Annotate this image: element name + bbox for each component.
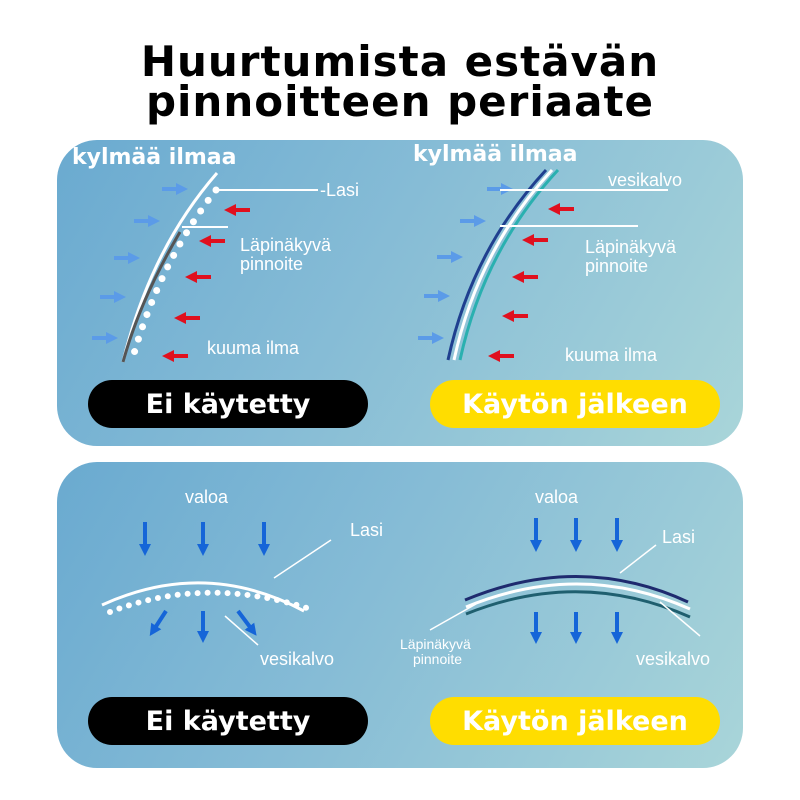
leader-lines-bottom-right [429,544,701,637]
coating-label-2: pinnoite [240,254,304,274]
hot-air-label: kuuma ilma [207,338,300,358]
hot-air-label: kuuma ilma [565,345,658,365]
cold-air-arrows-left [92,183,188,344]
cold-air-heading-left: kylmää ilmaa [72,145,237,170]
leader-lines-top-left [182,189,318,228]
after-use-badge: Käytön jälkeen [430,380,720,428]
leader-lines-bottom-left [224,539,332,646]
glass-without-coating-horizontal [101,581,313,615]
light-arrows-bottom-left [139,522,270,643]
water-film-label: vesikalvo [636,649,711,669]
coating-label-2: pinnoite [413,651,463,667]
water-film-label: vesikalvo [260,649,335,669]
coating-label-1: Läpinäkyvä [585,237,677,257]
glass-with-coating [446,168,560,361]
cold-air-heading-right: kylmää ilmaa [413,142,578,167]
water-film-label: vesikalvo [608,170,683,190]
light-label: valoa [535,487,579,507]
glass-with-coating-horizontal [464,575,691,619]
light-arrows-bottom-right [530,518,623,644]
coating-label-1: Läpinäkyvä [240,235,332,255]
title-line-1: Huurtumista estävän [140,37,660,86]
coating-label-2: pinnoite [585,256,649,276]
not-used-badge: Ei käytetty [88,697,368,745]
title-line-2: pinnoitteen periaate [145,77,655,126]
glass-without-coating [121,172,220,363]
not-used-badge: Ei käytetty [88,380,368,428]
glass-label: Lasi [662,527,696,547]
hot-air-arrows-right [488,203,574,362]
leader-lines-top-right [500,189,668,227]
glass-label: Lasi [350,520,384,540]
light-label: valoa [185,487,229,507]
hot-air-arrows-left [162,204,250,362]
after-use-badge: Käytön jälkeen [430,697,720,745]
coating-label-1: Läpinäkyvä [400,636,471,652]
glass-label: -Lasi [320,180,360,200]
